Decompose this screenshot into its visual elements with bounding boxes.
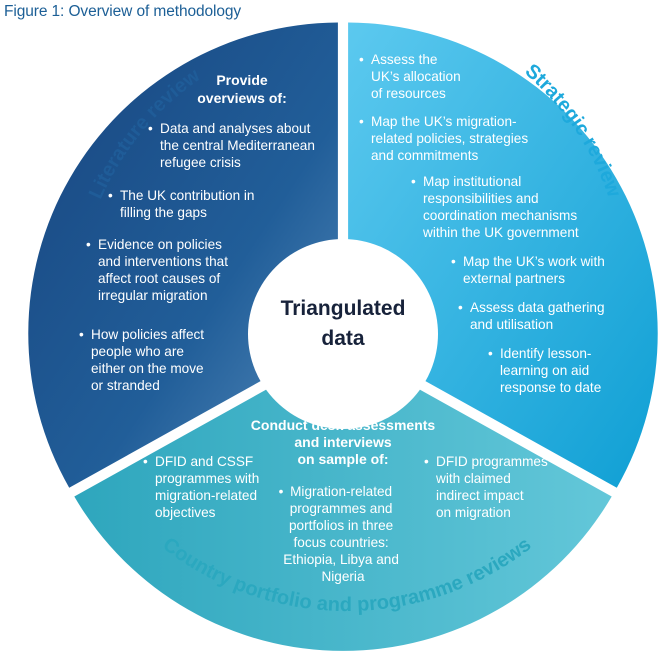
strategic-bullet-1: •Assess the UK’s allocation of resources — [359, 52, 464, 101]
strategic-content: •Assess the UK’s allocation of resources… — [359, 52, 609, 395]
literature-content: Provide overviews of: •Data and analyses… — [79, 72, 319, 393]
literature-bullet-3: •Evidence on policies and interventions … — [86, 237, 232, 303]
literature-heading-line1: Provide — [216, 72, 268, 88]
literature-bullet-4: •How policies affect people who are eith… — [79, 327, 208, 393]
center-label-line2: data — [321, 327, 365, 350]
center-hub — [248, 239, 438, 429]
strategic-bullet-2: •Map the UK’s migration- related policie… — [359, 114, 532, 163]
segment-country — [74, 358, 612, 651]
strategic-bullet-4: •Map the UK’s work with external partner… — [451, 254, 609, 286]
figure-title: Figure 1: Overview of methodology — [4, 3, 242, 20]
country-heading-line1: Conduct desk assessments — [251, 417, 436, 433]
country-bullet-2: •Migration-related programmes and portfo… — [279, 484, 403, 584]
strategic-bullet-5: •Assess data gathering and utilisation — [458, 300, 608, 332]
country-heading-line3: on sample of: — [297, 451, 388, 467]
country-content: Conduct desk assessments and interviews … — [143, 417, 552, 584]
country-heading-line2: and interviews — [294, 434, 391, 450]
literature-bullet-2: •The UK contribution in filling the gaps — [108, 188, 258, 220]
strategic-bullet-3: •Map institutional responsibilities and … — [411, 174, 581, 240]
literature-heading-line2: overviews of: — [197, 90, 286, 106]
country-bullet-1: •DFID and CSSF programmes with migration… — [143, 454, 263, 520]
literature-bullet-1: •Data and analyses about the central Med… — [148, 121, 319, 170]
country-bullet-3: •DFID programmes with claimed indirect i… — [424, 454, 552, 520]
strategic-bullet-6: •Identify lesson- learning on aid respon… — [488, 346, 601, 395]
center-label-line1: Triangulated — [281, 297, 406, 320]
